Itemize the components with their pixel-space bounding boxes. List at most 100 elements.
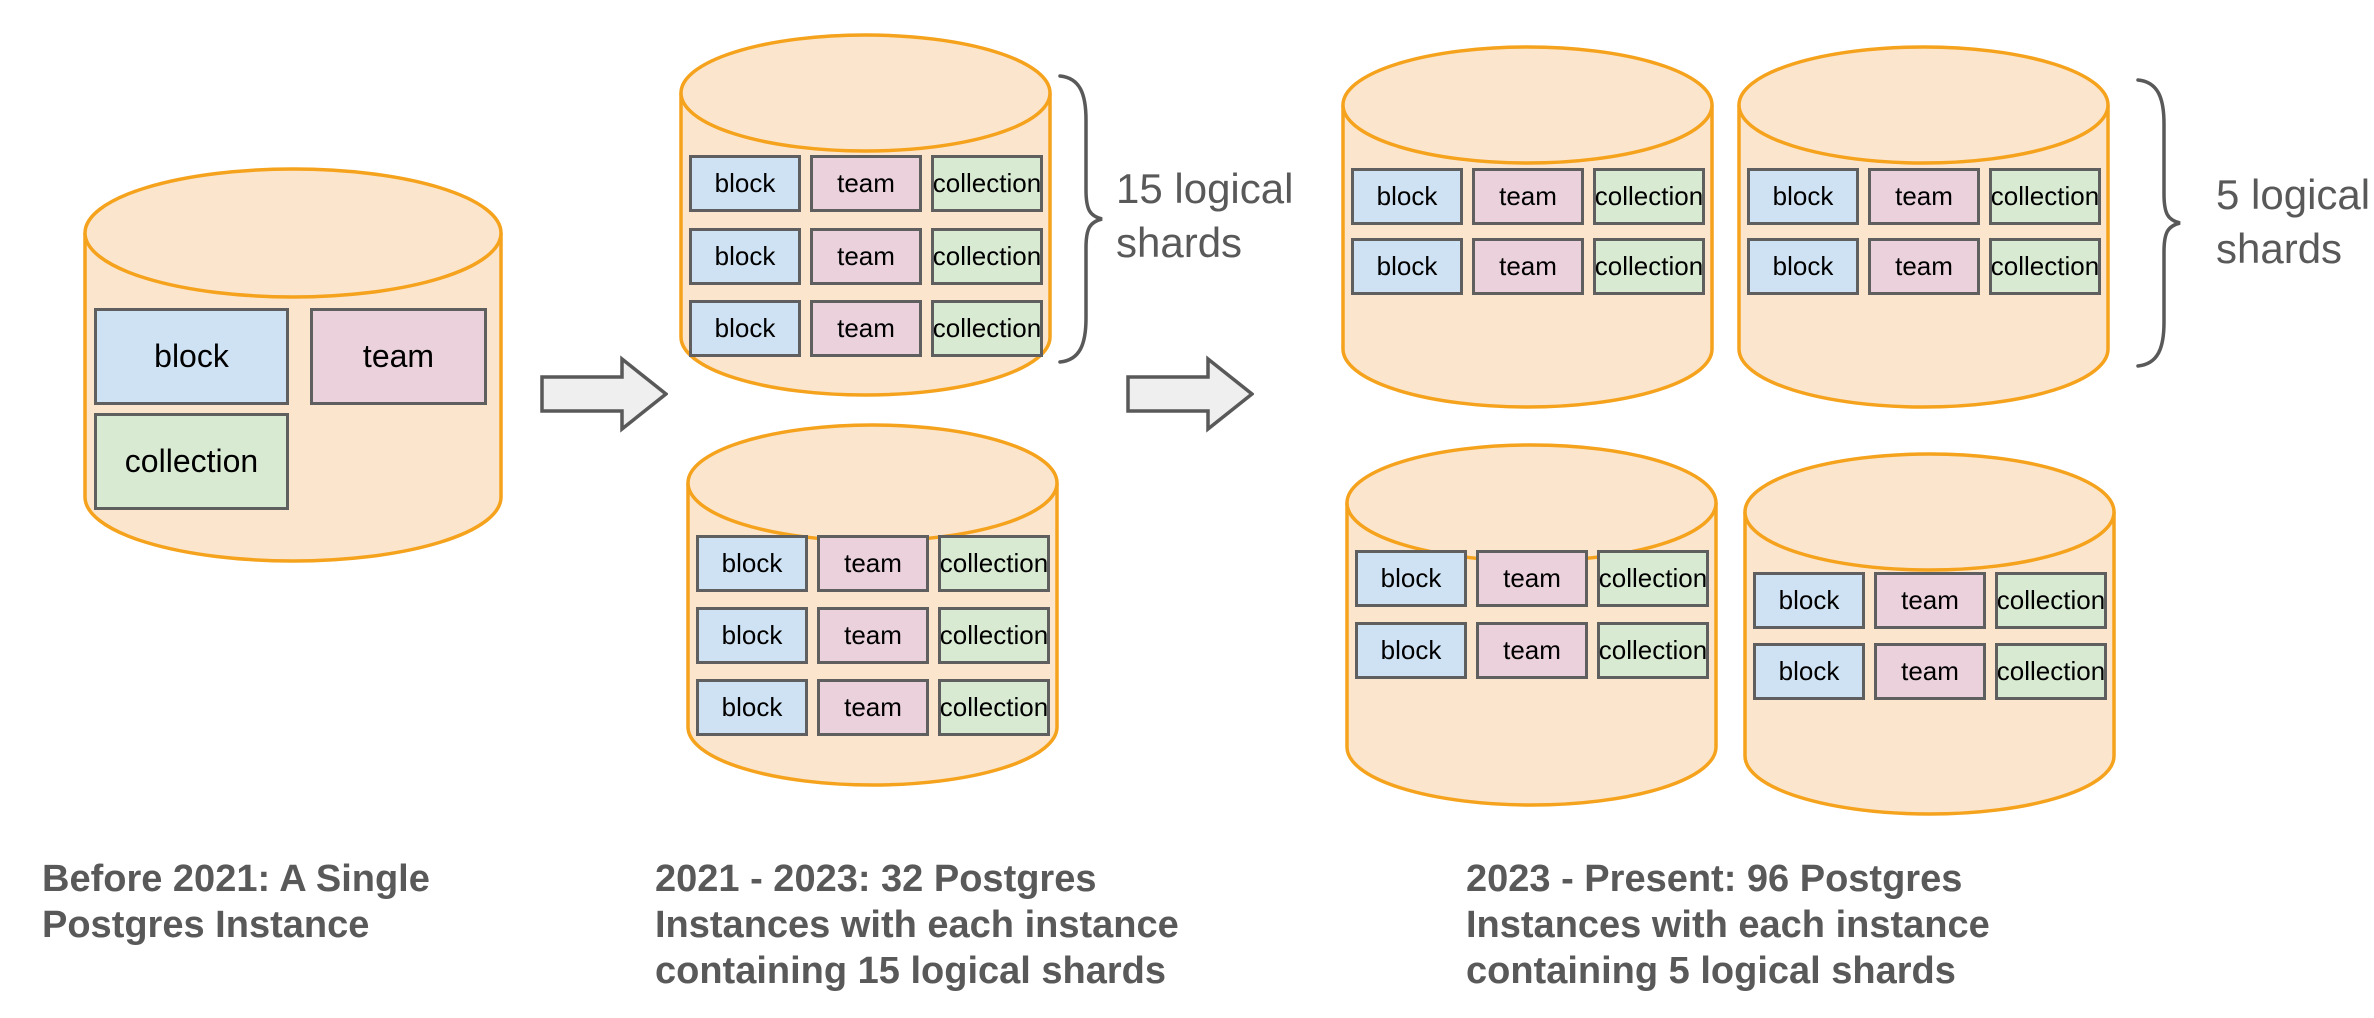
cylinder-2023-present-b: block team collection block team collect… bbox=[1737, 45, 2110, 409]
database-cylinder-icon bbox=[1743, 452, 2116, 816]
table-team: team bbox=[1472, 168, 1584, 225]
table-team: team bbox=[810, 228, 922, 285]
database-cylinder-icon bbox=[1341, 45, 1714, 409]
stage3-caption: 2023 - Present: 96 Postgres Instances wi… bbox=[1466, 856, 1990, 994]
table-collection: collection bbox=[1593, 238, 1705, 295]
shard-count-line: 5 logical bbox=[2216, 171, 2371, 218]
transition-arrow-icon bbox=[540, 355, 668, 433]
caption-line: 2023 - Present: 96 Postgres bbox=[1466, 858, 1963, 900]
table-block: block bbox=[689, 228, 801, 285]
table-label: team bbox=[1901, 656, 1959, 686]
table-collection: collection bbox=[1593, 168, 1705, 225]
table-team: team bbox=[817, 679, 929, 736]
cylinder-2023-present-d: block team collection block team collect… bbox=[1743, 452, 2116, 816]
table-team: team bbox=[817, 607, 929, 664]
table-label: team bbox=[1901, 585, 1959, 615]
table-label: block bbox=[1778, 656, 1840, 686]
table-collection: collection bbox=[931, 300, 1043, 357]
table-block: block bbox=[1355, 622, 1467, 679]
table-label: block bbox=[1376, 181, 1438, 211]
table-label: team bbox=[1895, 251, 1953, 281]
table-label: team bbox=[837, 313, 895, 343]
shard-count-line: shards bbox=[1116, 219, 1243, 266]
curly-brace-icon bbox=[2136, 78, 2181, 368]
table-label: collection bbox=[1594, 251, 1704, 281]
table-label: collection bbox=[939, 620, 1049, 650]
table-collection: collection bbox=[1989, 238, 2101, 295]
caption-line: Before 2021: A Single bbox=[42, 858, 430, 900]
table-label: block bbox=[714, 313, 776, 343]
table-label: collection bbox=[1594, 181, 1704, 211]
caption-line: Instances with each instance bbox=[655, 904, 1179, 946]
table-label: block bbox=[1380, 563, 1442, 593]
table-label: team bbox=[844, 548, 902, 578]
table-collection: collection bbox=[1995, 572, 2107, 629]
table-label: collection bbox=[1598, 635, 1708, 665]
table-collection: collection bbox=[1995, 643, 2107, 700]
table-label: team bbox=[1503, 563, 1561, 593]
shard-count-label-15: 15 logical shards bbox=[1116, 162, 1293, 270]
database-cylinder-icon bbox=[1737, 45, 2110, 409]
table-label: block bbox=[721, 620, 783, 650]
cylinder-2021-2023-b: block team collection block team collect… bbox=[686, 423, 1059, 787]
table-collection: collection bbox=[931, 155, 1043, 212]
table-label: team bbox=[1499, 181, 1557, 211]
table-collection: collection bbox=[931, 228, 1043, 285]
transition-arrow-icon bbox=[1126, 355, 1254, 433]
table-label: block bbox=[1772, 251, 1834, 281]
cylinder-2023-present-a: block team collection block team collect… bbox=[1341, 45, 1714, 409]
table-label: team bbox=[844, 692, 902, 722]
table-label: collection bbox=[1996, 656, 2106, 686]
table-block: block bbox=[696, 607, 808, 664]
table-block: block bbox=[689, 155, 801, 212]
table-block: block bbox=[1351, 238, 1463, 295]
table-label: block bbox=[714, 241, 776, 271]
table-block: block bbox=[689, 300, 801, 357]
table-team: team bbox=[310, 308, 487, 405]
table-label: team bbox=[362, 338, 435, 374]
table-block: block bbox=[696, 535, 808, 592]
table-collection: collection bbox=[938, 679, 1050, 736]
table-block: block bbox=[1753, 572, 1865, 629]
shard-count-label-5: 5 logical shards bbox=[2216, 168, 2370, 276]
table-label: team bbox=[837, 168, 895, 198]
table-block: block bbox=[1753, 643, 1865, 700]
table-team: team bbox=[1868, 238, 1980, 295]
table-label: collection bbox=[932, 313, 1042, 343]
table-label: block bbox=[1778, 585, 1840, 615]
shard-count-line: 15 logical bbox=[1116, 165, 1294, 212]
table-label: collection bbox=[932, 241, 1042, 271]
cylinder-2023-present-c: block team collection block team collect… bbox=[1345, 443, 1718, 807]
cylinder-2021-2023-a: block team collection block team collect… bbox=[679, 33, 1052, 397]
table-label: block bbox=[721, 692, 783, 722]
table-label: team bbox=[837, 241, 895, 271]
table-label: block bbox=[1376, 251, 1438, 281]
table-block: block bbox=[94, 308, 289, 405]
table-team: team bbox=[810, 155, 922, 212]
table-block: block bbox=[1355, 550, 1467, 607]
table-label: block bbox=[1772, 181, 1834, 211]
table-team: team bbox=[1874, 643, 1986, 700]
table-team: team bbox=[1476, 550, 1588, 607]
table-block: block bbox=[696, 679, 808, 736]
table-block: block bbox=[1747, 168, 1859, 225]
stage1-caption: Before 2021: A Single Postgres Instance bbox=[42, 856, 430, 948]
table-team: team bbox=[810, 300, 922, 357]
curly-brace-icon bbox=[1058, 74, 1103, 364]
table-label: block bbox=[154, 338, 229, 374]
caption-line: containing 15 logical shards bbox=[655, 950, 1167, 992]
table-label: team bbox=[844, 620, 902, 650]
stage2-caption: 2021 - 2023: 32 Postgres Instances with … bbox=[655, 856, 1179, 994]
caption-line: Instances with each instance bbox=[1466, 904, 1990, 946]
caption-line: Postgres Instance bbox=[42, 904, 370, 946]
table-label: collection bbox=[1990, 251, 2100, 281]
table-collection: collection bbox=[1597, 622, 1709, 679]
table-label: block bbox=[1380, 635, 1442, 665]
table-label: block bbox=[721, 548, 783, 578]
caption-line: containing 5 logical shards bbox=[1466, 950, 1956, 992]
table-label: team bbox=[1895, 181, 1953, 211]
table-team: team bbox=[1476, 622, 1588, 679]
caption-line: 2021 - 2023: 32 Postgres bbox=[655, 858, 1097, 900]
cylinder-before-2021: block team collection bbox=[83, 167, 503, 563]
